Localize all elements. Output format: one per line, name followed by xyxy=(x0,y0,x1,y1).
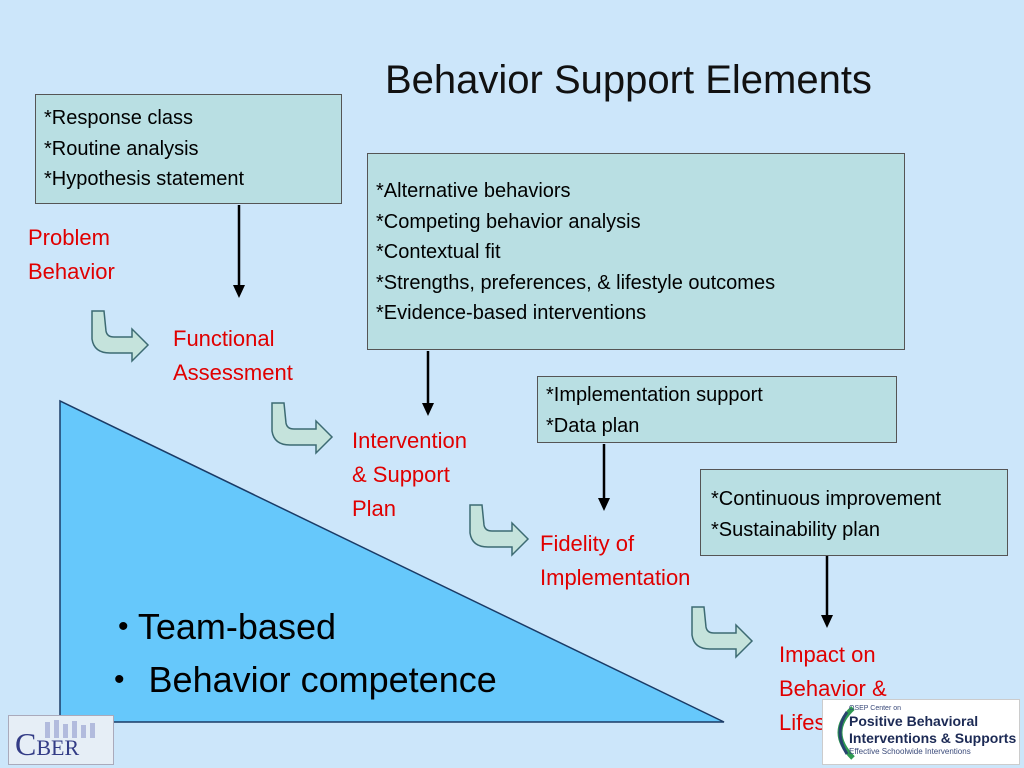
stage-line: Behavior & xyxy=(779,676,887,701)
bullet-text: Behavior competence xyxy=(148,659,497,700)
cber-logo-graphic xyxy=(45,720,95,738)
curved-arrow xyxy=(691,606,754,659)
fidelity-components-box: *Implementation support *Data plan xyxy=(537,376,897,443)
bullet-dot: • xyxy=(114,663,125,696)
stage-line: Plan xyxy=(352,496,397,521)
pbis-line: Positive Behavioral xyxy=(849,713,979,729)
box-line: *Implementation support xyxy=(546,384,763,406)
box-line: *Contextual fit xyxy=(376,241,501,263)
box-line: *Data plan xyxy=(546,414,640,437)
curved-arrow xyxy=(91,310,150,363)
stage-impact: Impact on Behavior & Lifestyle xyxy=(779,638,887,740)
box-line: *Sustainability plan xyxy=(711,518,880,541)
stage-line: Fidelity of xyxy=(540,531,635,556)
box-line: *Continuous improvement xyxy=(711,488,942,510)
stage-line: Implementation xyxy=(540,565,691,590)
intervention-components-box: *Alternative behaviors *Competing behavi… xyxy=(367,153,905,350)
impact-components-box: *Continuous improvement *Sustainability … xyxy=(700,469,1008,556)
stage-line: Assessment xyxy=(173,360,293,385)
box-line: *Evidence-based interventions xyxy=(376,302,647,324)
pbis-line: OSEP Center on xyxy=(849,705,902,712)
pbis-swoosh-graphic xyxy=(837,706,855,760)
down-arrow xyxy=(821,556,833,628)
bullet-dot: • xyxy=(118,610,129,643)
stage-line: Problem xyxy=(28,225,110,250)
team-triangle xyxy=(59,399,725,723)
pbis-logo: OSEP Center on Positive Behavioral Inter… xyxy=(822,699,1020,765)
stage-line: Behavior xyxy=(28,259,115,284)
down-arrow xyxy=(598,444,610,511)
box-line: *Routine analysis xyxy=(44,137,199,160)
box-line: *Hypothesis statement xyxy=(44,168,245,190)
box-line: *Alternative behaviors xyxy=(376,180,571,202)
cber-logo-text: CBER xyxy=(15,726,79,763)
cber-rest: BER xyxy=(36,735,80,760)
bullet-item: • Team-based xyxy=(118,600,501,653)
stage-problem-behavior: Problem Behavior xyxy=(28,221,115,289)
slide-title: Behavior Support Elements xyxy=(385,58,872,102)
box-line: *Response class xyxy=(44,107,193,129)
stage-line: & Support xyxy=(352,462,450,487)
box-line: *Competing behavior analysis xyxy=(376,210,641,233)
triangle-bullets: • Team-based • Behavior competence xyxy=(112,600,497,706)
box-line: *Strengths, preferences, & lifestyle out… xyxy=(376,271,776,294)
down-arrow xyxy=(422,351,434,416)
bullet-text: Team-based xyxy=(137,606,336,647)
pbis-line: Interventions & Supports xyxy=(849,730,1017,746)
curved-arrow xyxy=(271,402,334,455)
pbis-line: Effective Schoolwide Interventions xyxy=(849,747,971,756)
cber-initial: C xyxy=(15,726,37,762)
down-arrow xyxy=(233,205,245,298)
stage-intervention-plan: Intervention & Support Plan xyxy=(352,424,467,526)
bullet-item: • Behavior competence xyxy=(114,653,497,706)
stage-fidelity: Fidelity of Implementation xyxy=(540,527,690,595)
stage-line: Functional xyxy=(173,326,275,351)
stage-line: Impact on xyxy=(779,642,876,667)
assessment-components-box: *Response class *Routine analysis *Hypot… xyxy=(35,94,342,204)
stage-functional-assessment: Functional Assessment xyxy=(173,322,293,390)
cber-logo: CBER xyxy=(8,715,114,765)
curved-arrow xyxy=(469,504,530,557)
stage-line: Intervention xyxy=(352,428,467,453)
